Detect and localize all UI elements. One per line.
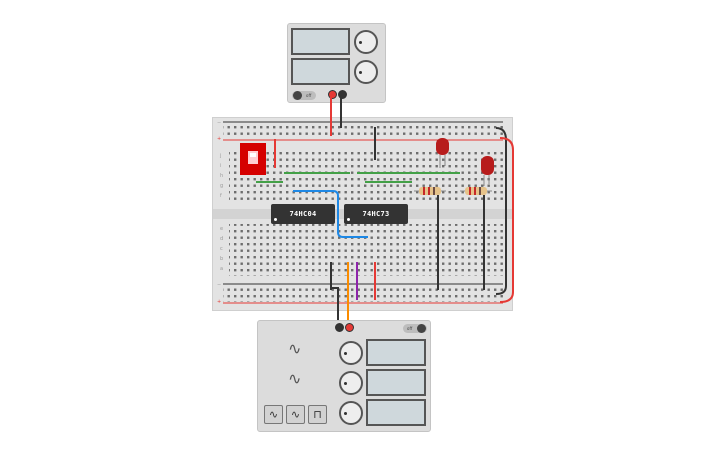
rail-sign-bottom-pos: + — [217, 299, 222, 305]
sine-wave-icon: ∿ — [268, 408, 279, 421]
generator-output-terminal[interactable] — [345, 323, 354, 332]
voltage-display — [291, 28, 350, 55]
switch-knob — [293, 91, 302, 100]
row-label-h: h — [220, 173, 224, 179]
rail-jumper-red — [499, 137, 514, 303]
switch-label: off — [306, 93, 312, 98]
frequency-knob[interactable] — [339, 341, 363, 365]
led-2 — [481, 156, 494, 186]
dip-switch — [240, 143, 266, 175]
rail-sign-bottom-neg: − — [217, 282, 222, 288]
row-label-j: j — [220, 153, 222, 159]
rail-sign-top-neg: − — [217, 120, 222, 126]
rail-sign-top-pos: + — [217, 136, 222, 142]
resistor-1 — [414, 187, 446, 195]
generator-ground-terminal[interactable] — [335, 323, 344, 332]
offset-display — [366, 399, 426, 426]
resistor-2 — [460, 187, 492, 195]
voltage-knob[interactable] — [354, 30, 378, 54]
chip-74hc04[interactable]: 74HC04 — [271, 204, 335, 224]
row-label-e: e — [220, 226, 224, 232]
wire-blue-long — [293, 190, 368, 238]
square-wave-button[interactable]: ⊓ — [308, 405, 327, 424]
row-label-g: g — [220, 183, 224, 189]
offset-preview-icon: ∿ — [288, 369, 302, 388]
power-switch[interactable]: off — [292, 91, 316, 100]
current-knob[interactable] — [354, 60, 378, 84]
chip-label: 74HC04 — [289, 210, 317, 218]
generator-ground-wire — [331, 287, 339, 326]
switch-knob — [417, 324, 426, 333]
triangle-wave-icon: ∿ — [290, 408, 301, 421]
amplitude-display — [366, 369, 426, 396]
row-label-d: d — [220, 236, 224, 242]
chip-74hc73[interactable]: 74HC73 — [344, 204, 408, 224]
switch-label: off — [407, 326, 413, 331]
power-supply[interactable]: off — [287, 23, 386, 103]
positive-terminal[interactable] — [328, 90, 337, 99]
triangle-wave-button[interactable]: ∿ — [286, 405, 305, 424]
row-label-c: c — [220, 246, 223, 252]
current-display — [291, 58, 350, 85]
generator-power-switch[interactable]: off — [403, 324, 427, 333]
row-label-i: i — [220, 163, 222, 169]
offset-knob[interactable] — [339, 401, 363, 425]
negative-terminal[interactable] — [338, 90, 347, 99]
row-label-b: b — [220, 256, 224, 262]
function-generator[interactable]: off ∿ ∿ ∿ ∿ ⊓ — [257, 320, 431, 432]
led-1 — [436, 138, 449, 168]
breadboard-holes — [213, 121, 512, 304]
chip-label: 74HC73 — [362, 210, 390, 218]
amplitude-knob[interactable] — [339, 371, 363, 395]
square-wave-icon: ⊓ — [313, 408, 322, 421]
sine-wave-button[interactable]: ∿ — [264, 405, 283, 424]
row-label-f: f — [220, 193, 222, 199]
row-label-a: a — [220, 266, 224, 272]
frequency-display — [366, 339, 426, 366]
amplitude-preview-icon: ∿ — [288, 339, 302, 358]
rail-jumper-black — [495, 127, 507, 295]
